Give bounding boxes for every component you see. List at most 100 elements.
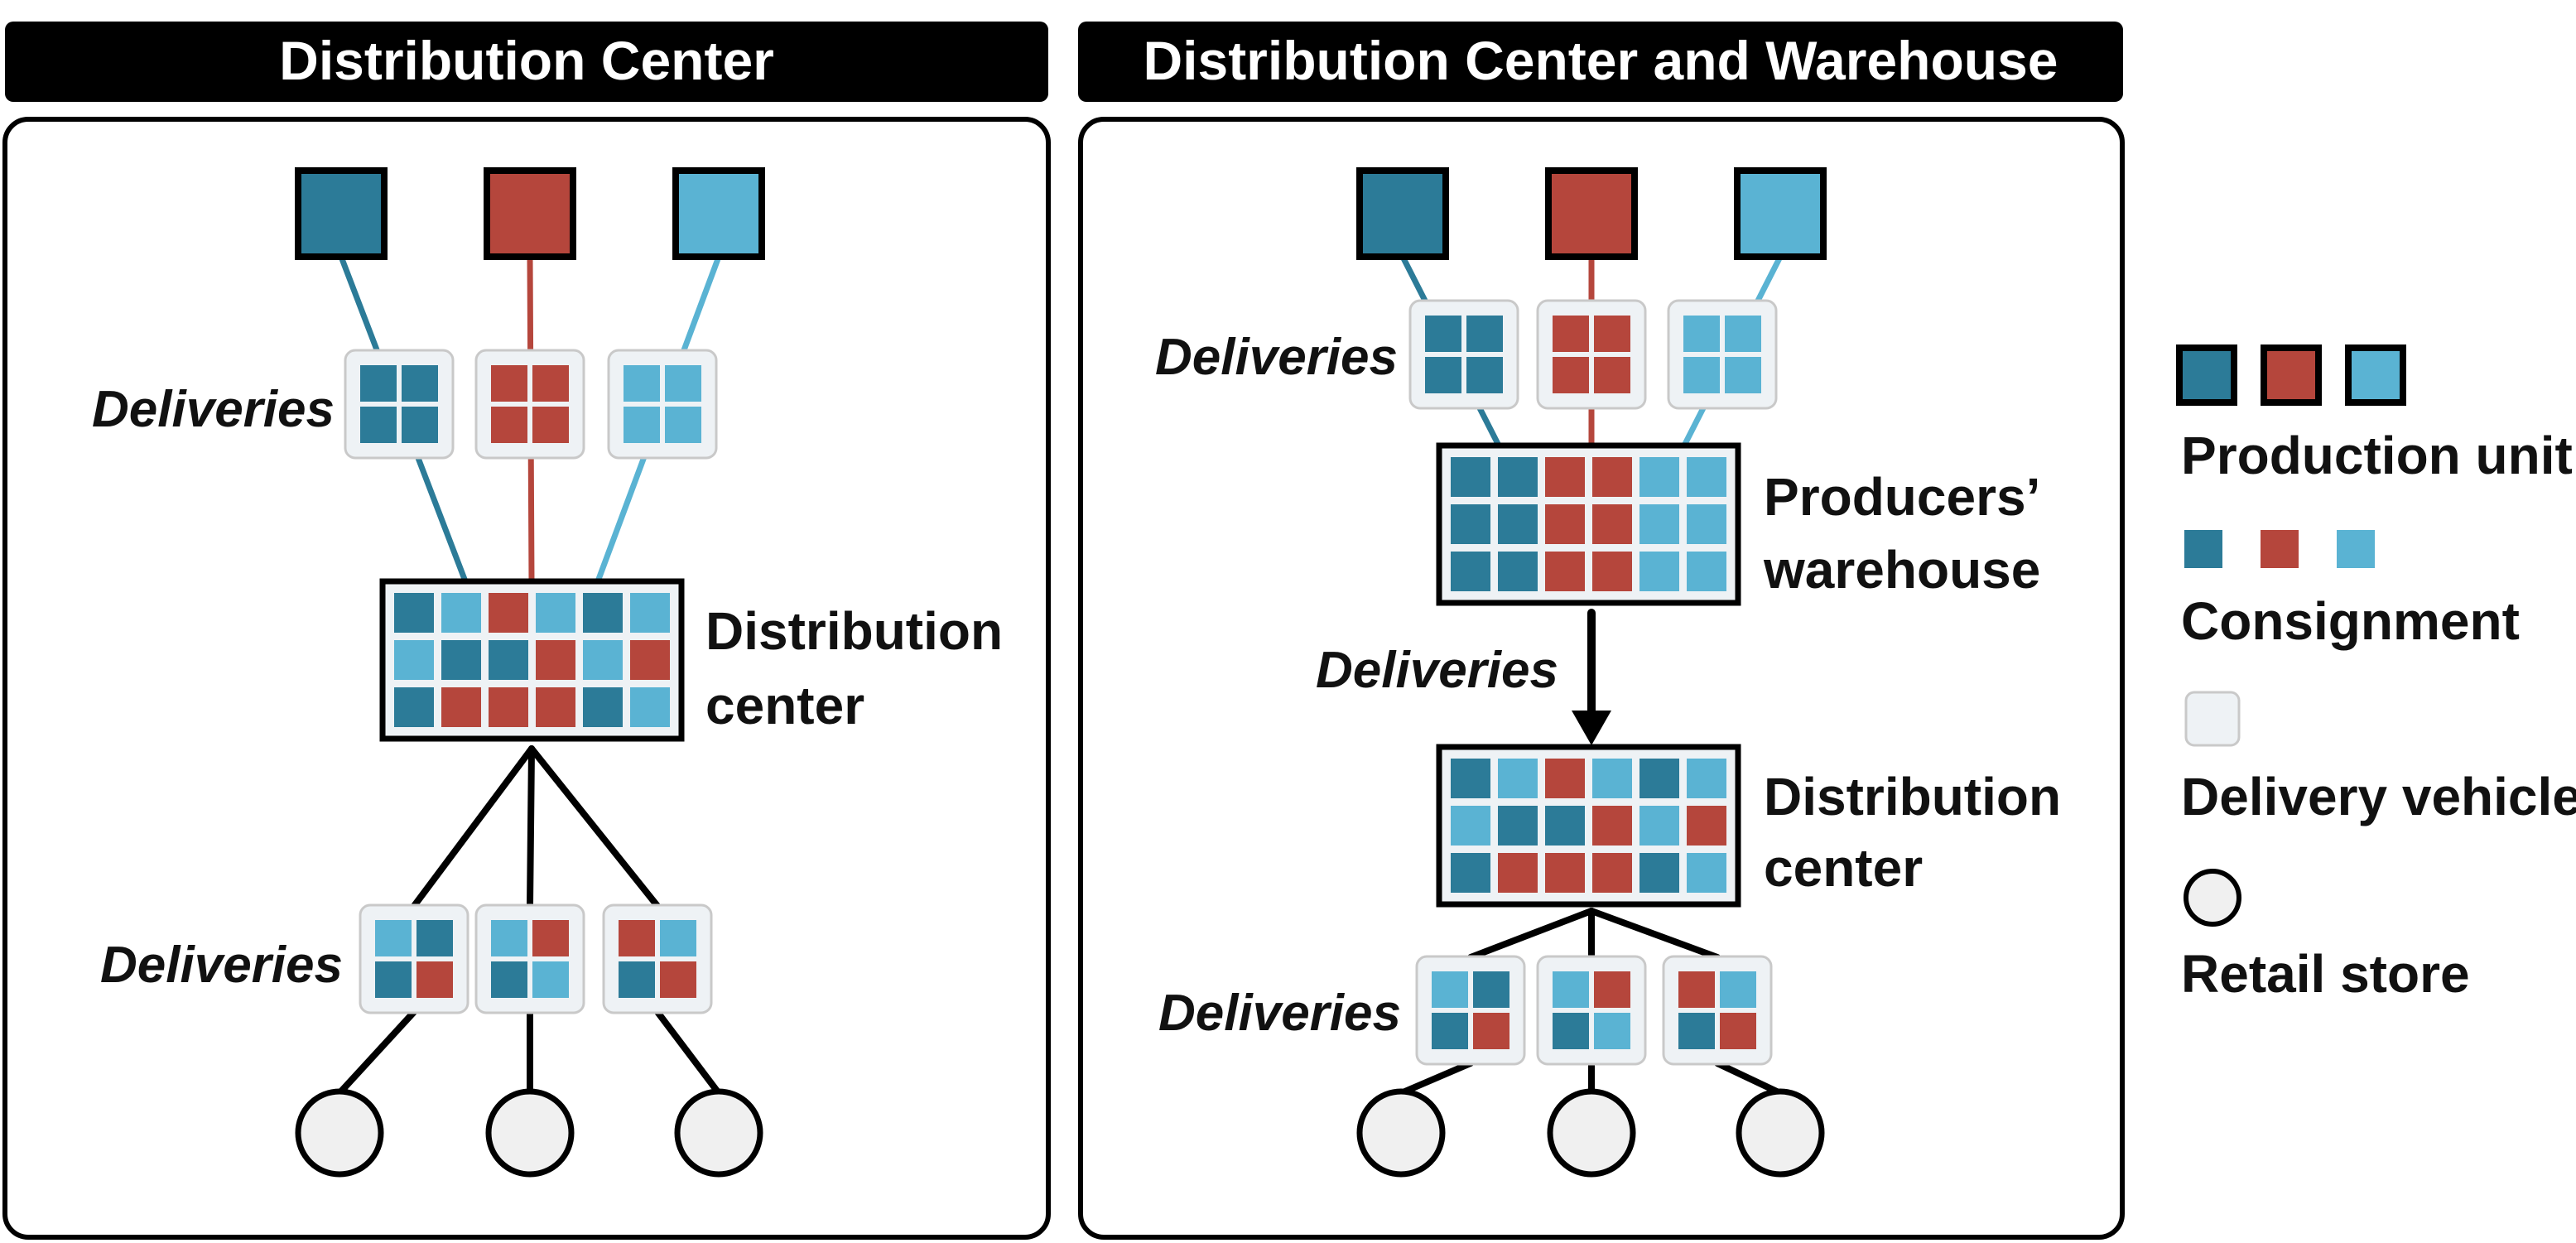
consignment-cell	[536, 687, 575, 727]
right-warehouse-label-line2: warehouse	[1763, 540, 2040, 600]
consignment-cell	[1592, 552, 1632, 591]
consignment-cell	[665, 365, 701, 402]
consignment-cell	[532, 365, 569, 402]
consignment-cell	[1545, 552, 1585, 591]
retail-store	[1736, 1088, 1825, 1178]
dc-to-vehicle-line	[411, 745, 535, 909]
consignment-cell	[1594, 357, 1630, 393]
consignment-cell	[630, 593, 670, 633]
right-deliveries-middle-label: Deliveries	[1316, 642, 1558, 699]
consignment-cell	[1498, 806, 1538, 846]
outbound-delivery-vehicle	[1536, 955, 1647, 1066]
right-deliveries-bottom-label: Deliveries	[1158, 985, 1401, 1042]
right-warehouse-label-line1: Producers’	[1764, 467, 2040, 527]
outbound-delivery-vehicle	[474, 903, 585, 1014]
consignment-cell	[489, 687, 528, 727]
consignment-cell	[402, 407, 438, 443]
legend-production-unit-swatch	[2261, 344, 2322, 406]
consignment-cell	[1639, 759, 1679, 798]
consignment-cell	[1498, 552, 1538, 591]
consignment-cell	[1498, 759, 1538, 798]
consignment-cell	[1592, 457, 1632, 497]
consignment-cell	[1425, 357, 1461, 393]
consignment-cell	[1451, 457, 1490, 497]
right-dc-label-line2: center	[1764, 838, 1923, 898]
consignment-cell	[360, 365, 397, 402]
consignment-cell	[1687, 457, 1726, 497]
consignment-cell	[1725, 316, 1761, 352]
retail-store	[1547, 1088, 1636, 1178]
consignment-cell	[1594, 1013, 1630, 1049]
production-unit	[1545, 167, 1638, 260]
vehicle-to-store-line	[1714, 1060, 1784, 1096]
consignment-cell	[1473, 971, 1509, 1008]
consignment-cell	[489, 593, 528, 633]
right-panel-frame	[1078, 117, 2125, 1240]
consignment-cell	[416, 961, 453, 998]
retail-store	[485, 1088, 575, 1178]
production-unit	[295, 167, 388, 260]
consignment-cell	[619, 961, 655, 998]
consignment-cell	[1498, 457, 1538, 497]
warehouse-to-dc-arrowhead	[1572, 711, 1611, 745]
dc-to-vehicle-line	[527, 745, 535, 909]
right-dc-label-line1: Distribution	[1764, 767, 2061, 826]
consignment-cell	[536, 640, 575, 680]
consignment-cell	[1451, 552, 1490, 591]
legend-production-unit-label: Production unit	[2181, 426, 2573, 485]
consignment-cell	[532, 961, 569, 998]
consignment-cell	[1678, 971, 1715, 1008]
consignment-cell	[1545, 759, 1585, 798]
consignment-cell	[1498, 853, 1538, 893]
consignment-cell	[1592, 806, 1632, 846]
consignment-cell	[1639, 853, 1679, 893]
consignment-cell	[1553, 316, 1589, 352]
consignment-cell	[624, 407, 660, 443]
consignment-cell	[1594, 316, 1630, 352]
consignment-cell	[394, 640, 434, 680]
consignment-cell	[630, 640, 670, 680]
consignment-cell	[1545, 853, 1585, 893]
consignment-cell	[1687, 759, 1726, 798]
left-header-bar	[5, 22, 1048, 102]
consignment-cell	[1432, 1013, 1468, 1049]
consignment-cell	[624, 365, 660, 402]
consignment-cell	[1594, 971, 1630, 1008]
production-unit	[484, 167, 576, 260]
consignment-cell	[536, 593, 575, 633]
dc-to-vehicle-line	[1588, 908, 1721, 961]
inbound-delivery-vehicle	[607, 349, 718, 460]
consignment-cell	[1545, 806, 1585, 846]
consignment-cell	[416, 920, 453, 956]
consignment-cell	[583, 687, 623, 727]
legend-delivery-vehicle-label: Delivery vehicle	[2181, 767, 2576, 826]
left-dc-label-line2: center	[705, 676, 864, 735]
consignment-cell	[583, 593, 623, 633]
consignment-cell	[491, 920, 527, 956]
consignment-cell	[1687, 552, 1726, 591]
consignment-cell	[491, 365, 527, 402]
producers-warehouse	[1436, 442, 1741, 606]
consignment-cell	[1592, 853, 1632, 893]
outbound-delivery-vehicle	[359, 903, 469, 1014]
consignment-cell	[1451, 853, 1490, 893]
consignment-cell	[360, 407, 397, 443]
diagram-nodes	[295, 167, 2406, 1178]
inbound-delivery-vehicle	[474, 349, 585, 460]
legend-retail-store-label: Retail store	[2181, 944, 2470, 1004]
consignment-cell	[532, 920, 569, 956]
consignment-cell	[1432, 971, 1468, 1008]
consignment-cell	[1639, 457, 1679, 497]
consignment-cell	[1720, 971, 1756, 1008]
consignment-cell	[489, 640, 528, 680]
retail-store	[1356, 1088, 1446, 1178]
vehicle-to-store-line	[336, 1009, 417, 1096]
consignment-cell	[1451, 504, 1490, 544]
right-distribution-center	[1436, 744, 1741, 908]
legend-production-unit-swatch	[2345, 344, 2406, 406]
consignment-cell	[1545, 504, 1585, 544]
consignment-cell	[532, 407, 569, 443]
inbound-delivery-vehicle	[1408, 299, 1519, 410]
consignment-cell	[1451, 806, 1490, 846]
